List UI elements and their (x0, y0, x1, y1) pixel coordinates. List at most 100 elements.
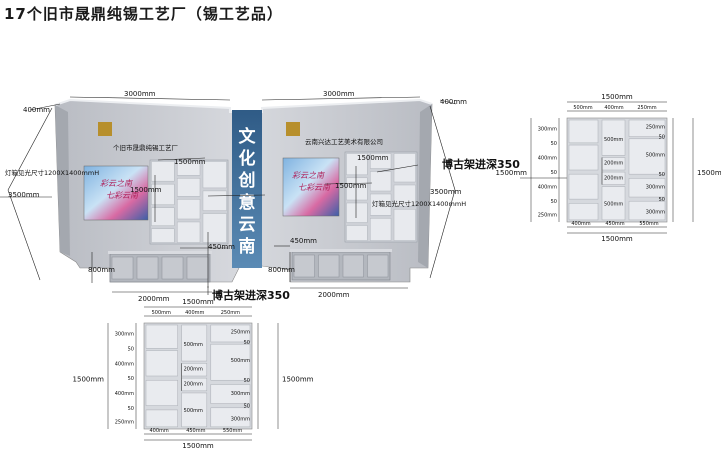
column-char: 云 (239, 215, 256, 235)
shelf-cell (151, 161, 175, 182)
bottom-seg-label: 400mm (571, 221, 590, 227)
poster-line1-left: 彩云之南 (100, 179, 134, 188)
shelf-cell (202, 213, 227, 243)
left-dim-label: 50 (551, 170, 557, 176)
shelf-cell (346, 153, 368, 176)
detail-cell (210, 384, 251, 404)
detail-cell (628, 119, 666, 137)
right-dim-label: 300mm (231, 391, 250, 397)
mid-dim-label: 500mm (184, 342, 203, 348)
left-height-label: 1500mm (73, 375, 105, 383)
shelf-cell (176, 221, 201, 243)
detail-cell (181, 392, 208, 428)
width-right-label: 3000mm (323, 90, 355, 98)
gap-left-label: 450mm (208, 243, 235, 251)
counter-right-h-label: 800mm (268, 266, 295, 274)
right-dim-label: 50 (659, 135, 665, 141)
detail-cell (210, 407, 251, 428)
curio-depth-bottom-label: 博古架进深350 (212, 288, 290, 302)
counter-panel (161, 256, 184, 280)
center-column (232, 110, 262, 268)
counter-panel (111, 256, 134, 280)
curio-shelf-left (149, 159, 229, 245)
column-text: 文化创意云南 (238, 126, 257, 257)
counter-left-w-label: 2000mm (138, 295, 170, 303)
detail-cell (601, 119, 626, 156)
height-right-label: 3500mm (430, 188, 462, 196)
left-dim-label: 300mm (538, 126, 557, 132)
shelf-right-h-label: 1500mm (357, 154, 389, 162)
shelf-left-h-label: 1500mm (130, 186, 162, 194)
gap-right-label: 450mm (290, 237, 317, 245)
detail-cell (568, 203, 599, 221)
left-dim-label: 400mm (538, 185, 557, 191)
page-title: 17个旧市晟鼎纯锡工艺厂（锡工艺品） (4, 5, 283, 23)
shelf-cell (176, 199, 201, 220)
poster-line1-right: 彩云之南 (292, 171, 326, 180)
mid-dim-label: 200mm (604, 175, 623, 181)
right-dim-label: 50 (659, 197, 665, 203)
counter-panel (136, 256, 159, 280)
mid-dim-label: 500mm (604, 201, 623, 207)
counter-right-w-label: 2000mm (318, 291, 350, 299)
right-dim-label: 50 (244, 404, 250, 410)
left-dim-label: 250mm (115, 420, 134, 426)
left-dim-label: 50 (128, 406, 134, 412)
shelf-cell (202, 190, 227, 211)
shelf-cell (370, 153, 392, 169)
poster-line2-left: 七彩云南 (106, 191, 140, 200)
column-char: 意 (239, 192, 256, 213)
right-dim-label: 50 (659, 172, 665, 178)
right-height-label: 1500mm (282, 375, 314, 383)
bottom-total-label: 1500mm (601, 235, 633, 243)
main-dim-labels: 3000mm 3000mm 400mm 400mm 3500mm 3500mm … (5, 90, 520, 303)
detail-cell (628, 200, 666, 221)
counter-top (290, 249, 392, 252)
detail-cell (568, 173, 599, 200)
left-dim-label: 50 (128, 346, 134, 352)
main-booth: 个旧市晟鼎纯锡工艺厂 云南兴达工艺美术有限公司 彩云之南 七彩云南 彩云之南 七… (54, 98, 433, 283)
shelf-cell (346, 202, 368, 223)
logo-right-text: 云南兴达工艺美术有限公司 (305, 137, 383, 146)
counter-right (290, 249, 392, 281)
logo-left-text: 个旧市晟鼎纯锡工艺厂 (113, 143, 179, 152)
counter-panel (342, 254, 364, 278)
detail-cell (181, 324, 208, 362)
right-dim-label: 300mm (646, 210, 665, 216)
left-dim-label: 400mm (115, 361, 134, 367)
lightbox-left (83, 165, 149, 221)
bottom-seg-label: 550mm (639, 221, 658, 227)
shelf-cell (370, 218, 392, 241)
right-dim-label: 500mm (646, 152, 665, 158)
depth-left-label: 400mm (23, 106, 50, 114)
counter-panel (318, 254, 340, 278)
bottom-seg-label: 450mm (605, 221, 624, 227)
shelf-left-w-label: 1500mm (174, 158, 206, 166)
detail-cell (145, 379, 178, 406)
logo-left-icon (98, 122, 112, 136)
right-dim-label: 250mm (231, 329, 250, 335)
detail-cell (145, 350, 178, 377)
left-dim-label: 250mm (538, 213, 557, 219)
main-dimensions (0, 96, 580, 295)
top-total-label: 1500mm (182, 298, 214, 306)
counter-panel (186, 256, 209, 280)
column-char: 创 (238, 170, 256, 191)
detail-cell (601, 186, 626, 221)
top-seg-label: 500mm (573, 105, 592, 111)
left-dim-label: 50 (551, 141, 557, 147)
left-dim-label: 50 (551, 199, 557, 205)
left-return (55, 105, 70, 256)
detail-cell (628, 138, 666, 175)
counter-panel (293, 254, 315, 278)
detail-cell (210, 324, 251, 343)
shelf-cell (393, 153, 416, 183)
bottom-total-label: 1500mm (182, 442, 214, 450)
depth-right-label: 400mm (440, 98, 467, 106)
detail-cell (568, 119, 599, 144)
right-dim-label: 50 (244, 378, 250, 384)
mid-dim-label: 500mm (604, 137, 623, 143)
column-char: 化 (239, 148, 256, 169)
